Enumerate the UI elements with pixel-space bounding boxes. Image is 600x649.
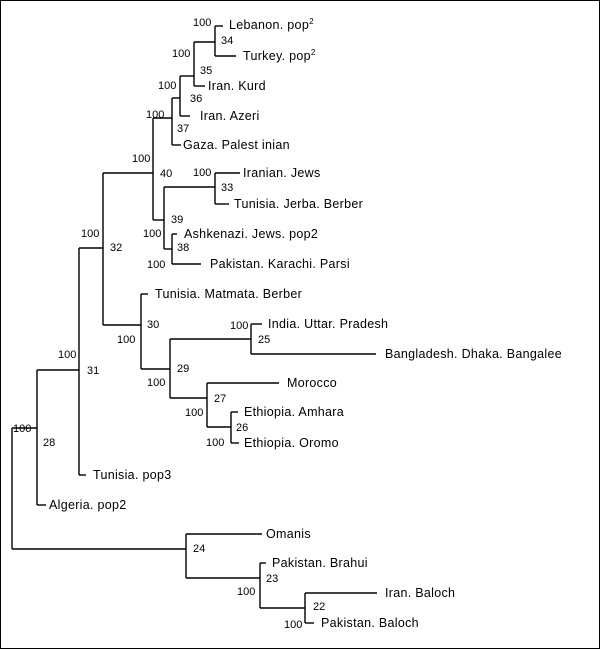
- leaf-iran-kurd: Iran. Kurd: [208, 79, 266, 93]
- leaf-lebanon: Lebanon. pop2: [229, 17, 314, 32]
- node-31: 31: [87, 365, 99, 377]
- leaf-parsi: Pakistan. Karachi. Parsi: [210, 257, 350, 271]
- node-numbers: 34 35 36 37 40 33 39 38 32 30 25 29 27 2…: [43, 35, 325, 613]
- leaf-tunisia-jerba: Tunisia. Jerba. Berber: [234, 197, 363, 211]
- node-30: 30: [147, 319, 159, 331]
- node-29: 29: [177, 363, 189, 375]
- leaf-matmata: Tunisia. Matmata. Berber: [155, 287, 302, 301]
- node-27: 27: [214, 393, 226, 405]
- leaf-omanis: Omanis: [266, 527, 311, 541]
- leaf-amhara: Ethiopia. Amhara: [244, 405, 344, 419]
- bootstrap-40: 100: [132, 153, 150, 165]
- bootstrap-29: 100: [147, 377, 165, 389]
- leaf-tunisia-pop3: Tunisia. pop3: [93, 468, 172, 482]
- node-26: 26: [236, 422, 248, 434]
- bootstrap-36: 100: [158, 80, 176, 92]
- leaf-turkey: Turkey. pop2: [243, 48, 316, 63]
- bootstrap-37: 100: [146, 109, 164, 121]
- node-37: 37: [177, 123, 189, 135]
- node-33: 33: [221, 182, 233, 194]
- node-38: 38: [177, 242, 189, 254]
- leaf-oromo: Ethiopia. Oromo: [244, 436, 339, 450]
- bootstrap-39: 100: [143, 228, 161, 240]
- bootstrap-30: 100: [117, 334, 135, 346]
- node-24: 24: [193, 543, 205, 555]
- bootstrap-26: 100: [206, 437, 224, 449]
- node-34: 34: [221, 35, 233, 47]
- leaf-iran-baloch: Iran. Baloch: [385, 586, 455, 600]
- bootstrap-27: 100: [185, 407, 203, 419]
- leaf-brahui: Pakistan. Brahui: [272, 556, 368, 570]
- node-23: 23: [266, 573, 278, 585]
- leaf-bangladesh: Bangladesh. Dhaka. Bangalee: [385, 347, 562, 361]
- leaf-iran-azeri: Iran. Azeri: [200, 109, 260, 123]
- node-25: 25: [258, 334, 270, 346]
- tree-branches: [11, 25, 377, 624]
- bootstrap-28: 100: [13, 423, 31, 435]
- node-28: 28: [43, 437, 55, 449]
- leaf-pakistan-baloch: Pakistan. Baloch: [321, 616, 419, 630]
- node-39: 39: [171, 214, 183, 226]
- bootstrap-22: 100: [284, 619, 302, 631]
- leaf-ashkenazi: Ashkenazi. Jews. pop2: [184, 227, 318, 241]
- bootstrap-23: 100: [237, 586, 255, 598]
- bootstrap-34: 100: [193, 17, 211, 29]
- leaf-algeria: Algeria. pop2: [49, 498, 127, 512]
- bootstrap-38: 100: [147, 259, 165, 271]
- bootstrap-33: 100: [193, 167, 211, 179]
- leaf-morocco: Morocco: [287, 376, 337, 390]
- leaf-gaza: Gaza. Palest inian: [183, 138, 290, 152]
- bootstrap-32: 100: [81, 228, 99, 240]
- leaf-iranian-jews: Iranian. Jews: [243, 166, 321, 180]
- bootstrap-35: 100: [172, 48, 190, 60]
- node-32: 32: [110, 242, 122, 254]
- leaf-india: India. Uttar. Pradesh: [268, 317, 388, 331]
- node-36: 36: [190, 93, 202, 105]
- bootstrap-values: 100 100 100 100 100 100 100 100 100 100 …: [13, 17, 302, 631]
- node-40: 40: [160, 168, 172, 180]
- leaf-labels: Lebanon. pop2 Turkey. pop2 Iran. Kurd Ir…: [49, 17, 562, 630]
- bootstrap-31: 100: [58, 349, 76, 361]
- node-35: 35: [200, 65, 212, 77]
- node-22: 22: [313, 601, 325, 613]
- bootstrap-25: 100: [230, 320, 248, 332]
